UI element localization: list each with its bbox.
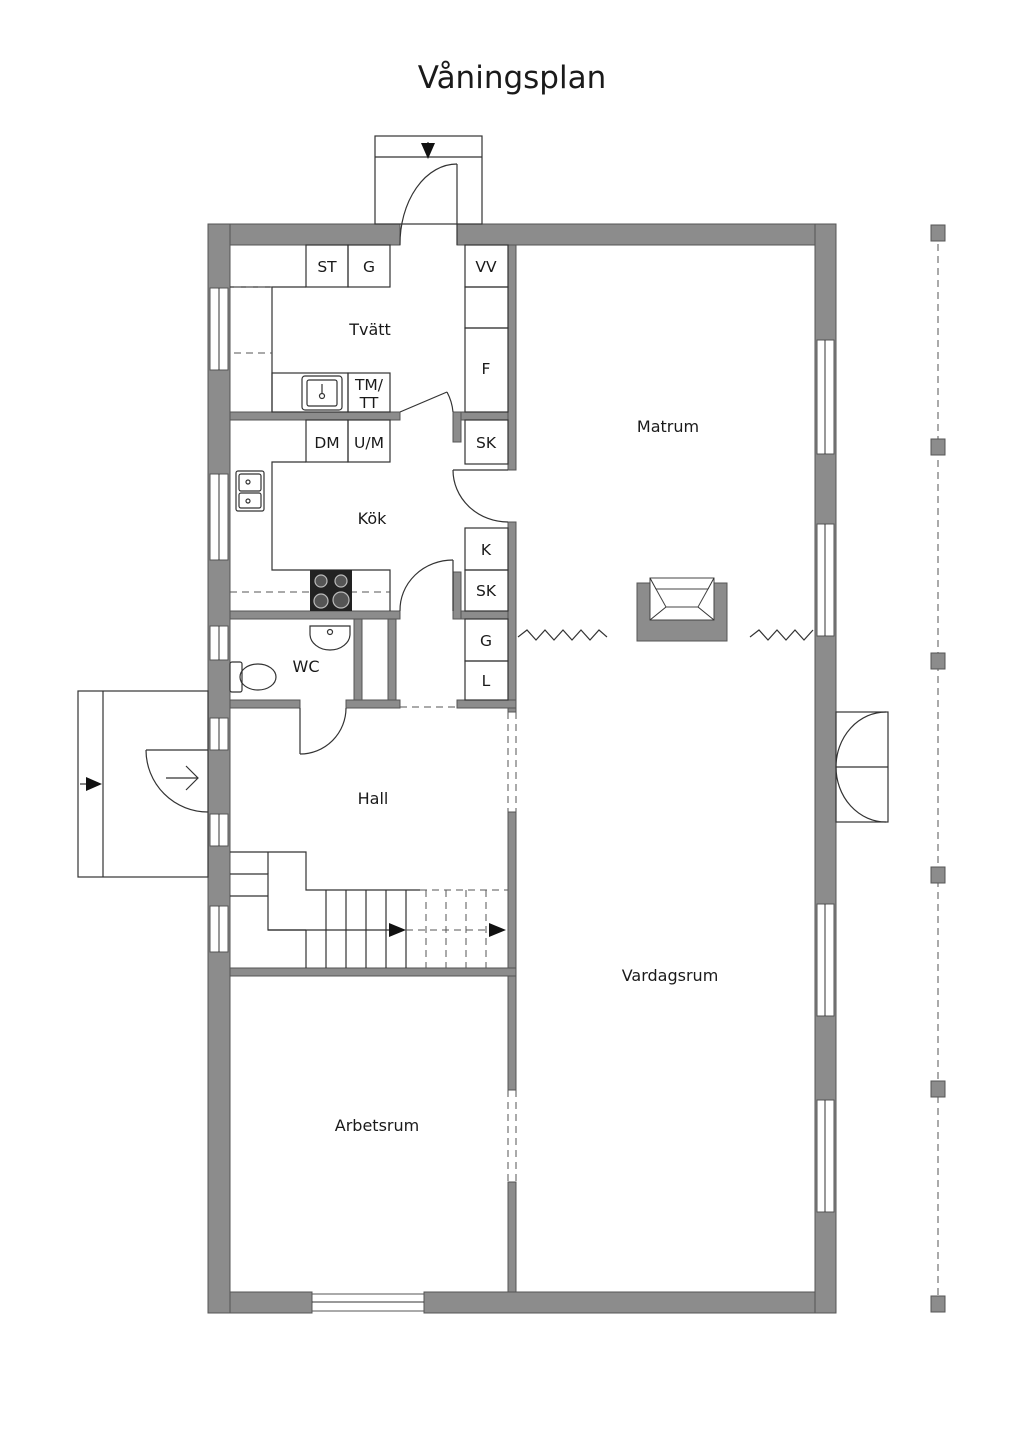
plan-title: Våningsplan (418, 60, 606, 96)
hall-storage (464, 618, 517, 1182)
room-labels: Tvätt Kök WC Hall Matrum Vardagsrum Arbe… (293, 320, 719, 1135)
staircase (230, 851, 508, 968)
fixture-labels: ST G VV F TM/ TT DM U/M SK K SK G L (314, 258, 497, 690)
fixture-label-tm: TM/ (354, 376, 384, 394)
folding-dividers (517, 629, 814, 641)
side-railing (930, 224, 946, 1313)
fireplace (636, 577, 728, 642)
top-porch (374, 135, 483, 246)
laundry-fixtures (230, 244, 509, 413)
fixture-label-l: L (482, 672, 491, 690)
fixture-label-f: F (482, 360, 491, 378)
fixture-label-tt: TT (359, 394, 379, 412)
kitchen-fixtures (230, 391, 509, 612)
room-label-arbetsrum: Arbetsrum (335, 1116, 419, 1135)
fixture-label-dm: DM (314, 434, 339, 452)
windows (209, 287, 835, 1312)
room-label-hall: Hall (358, 789, 389, 808)
room-label-kok: Kök (358, 509, 387, 528)
fixture-label-sk-bottom: SK (476, 582, 497, 600)
fixture-label-vv: VV (475, 258, 497, 276)
fixture-label-g-tvatt: G (363, 258, 375, 276)
room-label-tvatt: Tvätt (348, 320, 391, 339)
room-label-matrum: Matrum (637, 417, 699, 436)
interior-walls (229, 244, 517, 1293)
wc-fixtures (229, 625, 457, 755)
fixture-label-st: ST (317, 258, 337, 276)
fixture-label-um: U/M (354, 434, 384, 452)
fixture-label-k: K (481, 541, 492, 559)
room-label-wc: WC (293, 657, 320, 676)
fixture-label-g-hall: G (480, 632, 492, 650)
room-label-vardagsrum: Vardagsrum (622, 966, 719, 985)
right-door (835, 711, 889, 823)
fixture-label-sk-top: SK (476, 434, 497, 452)
left-porch (77, 690, 209, 878)
